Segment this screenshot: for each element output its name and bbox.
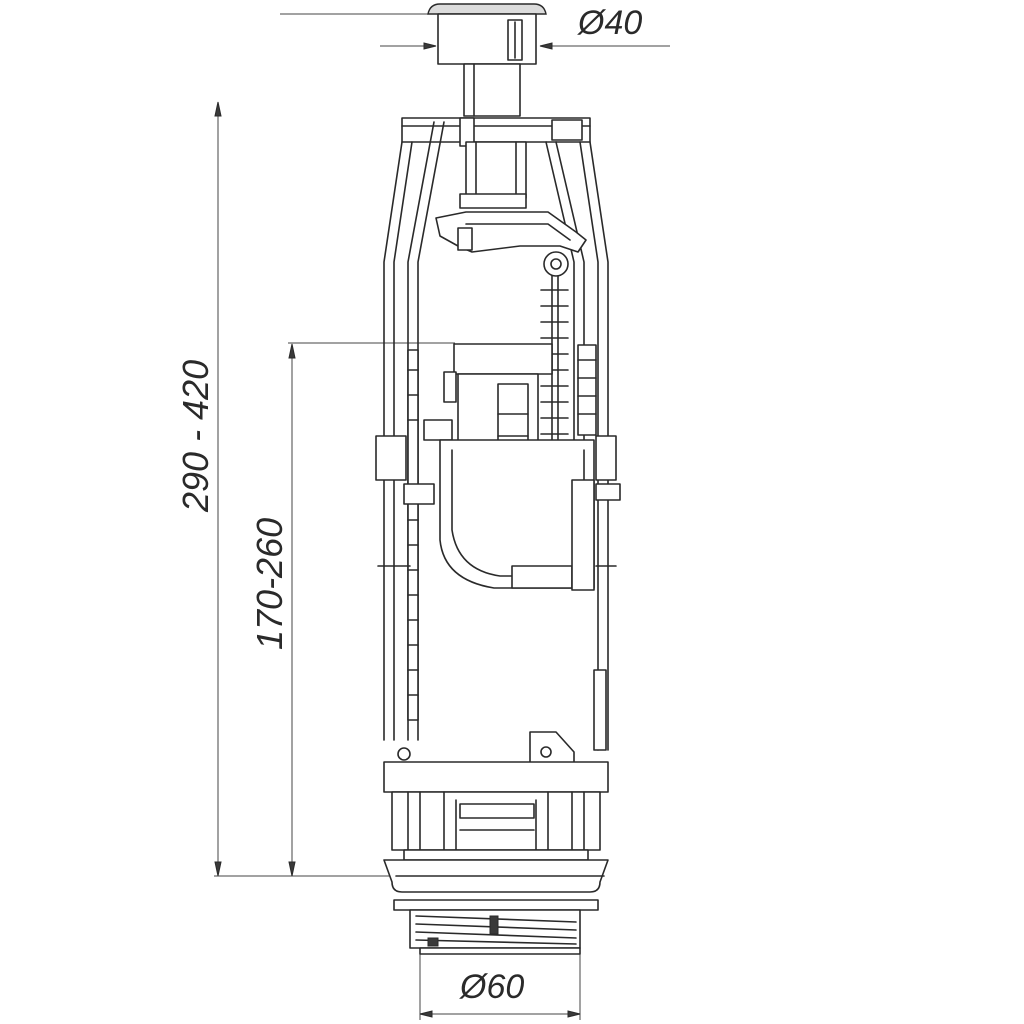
float-housing <box>423 343 595 591</box>
inner-height-label: 170-260 <box>249 518 290 650</box>
total-height-label: 290 - 420 <box>175 360 216 513</box>
button-diameter-label: Ø40 <box>577 4 642 42</box>
right-rail-ribs <box>577 344 597 436</box>
dim-total-height: 290 - 420 <box>175 101 390 877</box>
left-rail-ribs <box>407 349 419 721</box>
outlet-diameter-label: Ø60 <box>459 968 524 1006</box>
dim-outlet-diameter: Ø60 <box>419 948 581 1020</box>
valve-body <box>383 121 609 751</box>
guide-collar <box>375 435 621 567</box>
dim-button-diameter: Ø40 <box>280 4 670 50</box>
lever-arm <box>435 211 587 277</box>
outlet-thread <box>393 899 599 955</box>
dim-inner-height: 170-260 <box>249 342 455 877</box>
base-assembly <box>383 761 609 893</box>
push-button <box>427 3 547 117</box>
